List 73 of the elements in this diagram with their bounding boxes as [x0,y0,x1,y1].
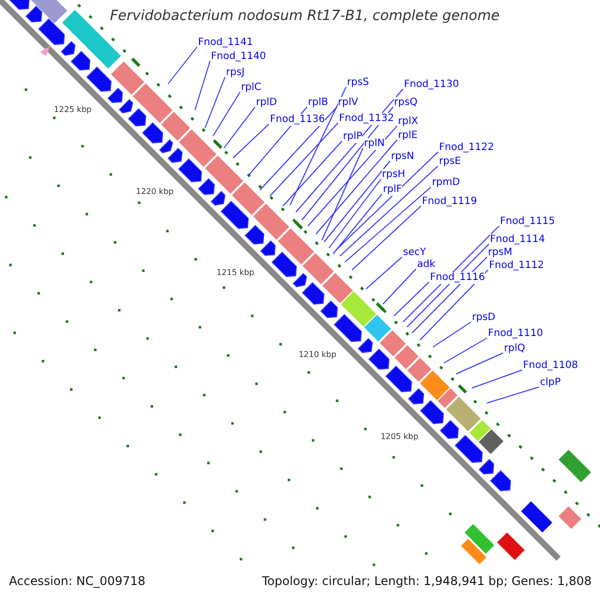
leader-line [224,106,256,148]
leader-line [340,166,438,256]
gene-label: rplN [364,138,385,150]
leader-line [316,140,398,234]
leader-line [456,352,504,374]
leader-line [352,206,422,270]
gene-label: rpsQ [394,97,418,109]
gene-label: rpsD [472,312,496,324]
leader-line [394,282,430,316]
gene-label: rplQ [504,343,526,355]
gene-label: rplX [398,116,418,128]
gene-label: Fnod_1132 [339,113,394,125]
leader-line [444,338,488,364]
accession-text: Accession: NC_009718 [9,575,146,587]
scale-label: 1215 kbp [216,266,254,279]
gene-label: Fnod_1122 [439,142,494,154]
leader-line [336,152,438,250]
leader-line [402,226,500,322]
gene-label: rplB [308,97,328,109]
gene-label: rpsS [347,77,370,89]
leader-line [212,92,240,136]
gene-label: Fnod_1119 [422,196,478,208]
leader-line [382,268,416,304]
leader-line [302,106,394,220]
gene-label: Fnod_1112 [489,260,544,272]
gene-label: rpsE [439,156,461,168]
leader-line [296,88,404,212]
leader-line [332,194,382,254]
gene-label: Fnod_1116 [430,272,486,284]
gene-label: rplE [398,130,418,142]
leader-line [194,60,210,110]
leader-line [282,140,342,206]
leader-line [322,148,364,240]
scale-label: 1210 kbp [298,348,336,361]
gene-label: Fnod_1110 [488,328,544,340]
gene-label: Fnod_1136 [270,114,326,126]
leader-line [204,76,226,128]
gene-label: rplD [256,97,277,109]
gene-label: rplV [338,97,358,109]
leader-line [308,126,398,226]
leader-line [168,46,198,84]
leader-line [344,186,432,262]
map-title: Fervidobacterium nodosum Rt17-B1, complete genome [110,10,500,22]
gene-label: rpsN [391,151,414,163]
leader-line [366,256,402,290]
gene-label: Fnod_1141 [198,37,254,49]
leader-line [486,386,540,404]
leader-line [324,160,390,242]
leader-line [420,270,488,340]
scale-label: 1205 kbp [380,430,418,443]
leader-line [328,178,382,248]
gene-label: rpsH [382,169,406,181]
gene-label: Fnod_1115 [500,216,556,228]
scale-label: 1220 kbp [136,186,174,198]
gene-label: rplC [241,82,262,94]
gene-label: clpP [540,377,561,389]
leader-line [270,122,338,196]
gene-label: rpmD [432,177,460,189]
leader-line [260,106,338,190]
gene-label: rpsM [488,247,512,259]
gene-label: rpsJ [226,67,245,79]
gene-label: Fnod_1130 [404,79,460,91]
gene-label: Fnod_1140 [211,51,266,63]
leader-line [432,322,472,348]
gene-label: Fnod_1108 [523,360,578,372]
gene-label: rplP [343,131,362,143]
leader-line [472,370,522,388]
leader-line [232,124,270,158]
gene-label: rplF [383,184,402,196]
gene-label: Fnod_1114 [490,234,546,246]
leader-line [290,86,346,206]
genome-summary-text: Topology: circular; Length: 1,948,941 bp; Genes: 1,808 [262,575,592,587]
scale-label: 1225 kbp [54,104,92,116]
